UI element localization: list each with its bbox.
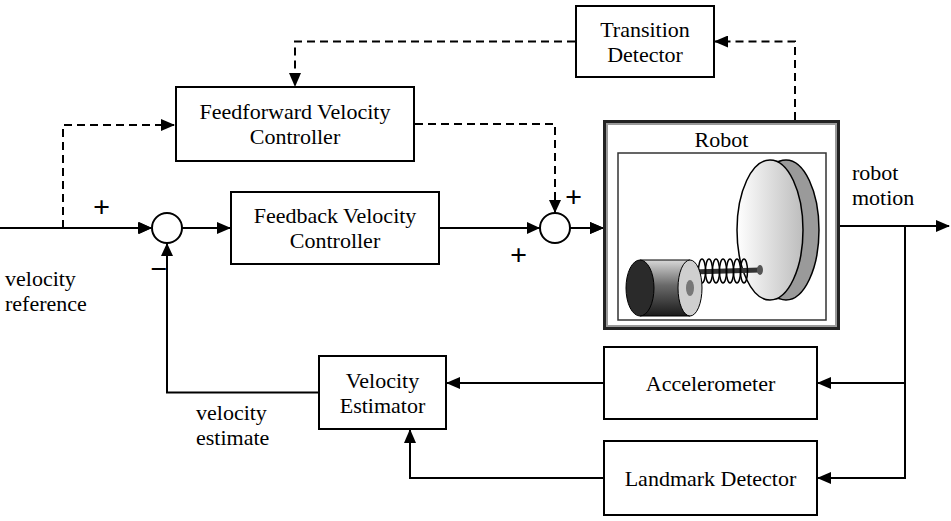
dashed-connector: [295, 42, 575, 87]
input-line: [0, 227, 151, 229]
sensor-box: Accelerometer: [603, 346, 818, 420]
sign-label: −: [150, 254, 180, 284]
sign-label: +: [565, 182, 595, 212]
output-line: [905, 225, 949, 227]
robot-box: Robot: [603, 120, 840, 330]
box-label: Accelerometer: [646, 371, 775, 396]
detector-box: Transition Detector: [575, 5, 715, 78]
feedforward-branch: [63, 125, 174, 228]
sensor-box: Landmark Detector: [603, 440, 818, 516]
sign-label: +: [510, 240, 540, 270]
robot-illustration: [618, 153, 826, 320]
signal-label: velocity estimate: [196, 400, 301, 450]
estimator-box: Velocity Estimator: [318, 355, 447, 430]
box-label: Transition Detector: [585, 17, 705, 67]
signal-connector: [410, 430, 603, 478]
box-label: Feedback Velocity Controller: [240, 203, 430, 253]
box-label: Robot: [695, 127, 749, 152]
box-label: Landmark Detector: [625, 466, 797, 491]
junction-arrowhead: [527, 222, 540, 234]
controller-box: Feedback Velocity Controller: [230, 191, 440, 265]
controller-box: Feedforward Velocity Controller: [175, 86, 415, 162]
dashed-connector: [715, 42, 795, 121]
summing-junction: [540, 213, 570, 243]
signal-connector: [447, 382, 603, 384]
signal-connector: [818, 226, 905, 383]
box-label: Feedforward Velocity Controller: [185, 99, 405, 149]
signal-label: robot motion: [852, 160, 947, 210]
sign-label: +: [93, 192, 123, 222]
summing-junction: [152, 213, 182, 243]
signal-connector: [818, 226, 905, 478]
dashed-connector: [415, 124, 603, 228]
junction-arrowhead: [549, 200, 561, 213]
signal-connector: [440, 227, 603, 229]
signal-label: velocity reference: [5, 266, 117, 316]
junction-arrowhead: [139, 222, 152, 234]
box-label: Velocity Estimator: [328, 368, 437, 418]
